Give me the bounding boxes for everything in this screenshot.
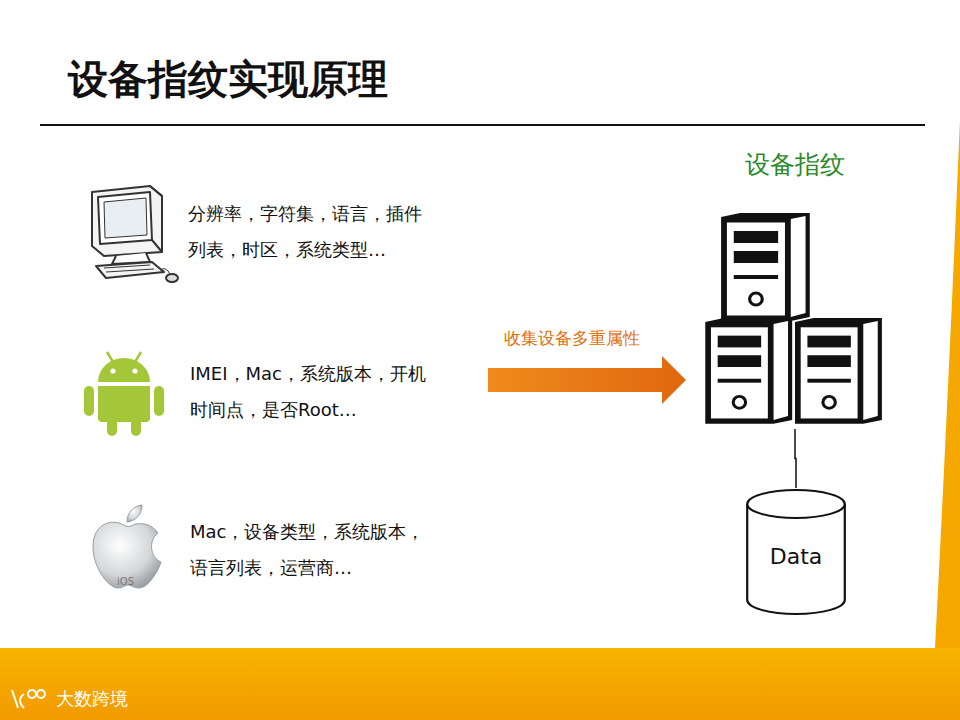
computer-icon <box>92 186 178 282</box>
title-rule <box>40 124 925 126</box>
vent-line <box>734 275 778 279</box>
attribute-list: IMEI，Mac，系统版本，开机 时间点，是否Root… <box>190 356 426 428</box>
corner-wedge <box>935 120 960 648</box>
server-icon <box>705 318 792 424</box>
server-front <box>709 326 769 420</box>
group-heading: 设备指纹 <box>700 145 890 181</box>
server-front <box>799 326 859 420</box>
server-front <box>725 221 786 317</box>
server-side <box>863 321 877 420</box>
attribute-list: Mac，设备类型，系统版本， 语言列表，运营商… <box>190 514 424 586</box>
node-inner: Data <box>745 544 847 569</box>
server-icon <box>795 318 882 424</box>
database-cylinder: Data <box>745 488 847 616</box>
slide-title: 设备指纹实现原理 <box>68 52 388 107</box>
arrow-label: 收集设备多重属性 <box>504 327 640 349</box>
server-body <box>795 318 882 424</box>
footer-band <box>0 648 960 720</box>
os-label: iOS <box>117 576 134 588</box>
server-icon <box>721 213 810 321</box>
connector <box>795 429 796 488</box>
attribute-list: 分辨率，字符集，语言，插件 列表，时区，系统类型… <box>188 196 422 268</box>
drive-slot <box>734 231 778 243</box>
collect-arrow <box>488 356 686 404</box>
power-button <box>750 293 763 305</box>
drive-slot <box>807 336 850 348</box>
server-side <box>791 216 806 317</box>
cylinder-top <box>747 490 845 518</box>
drive-slot <box>807 355 850 367</box>
connector-line <box>795 429 796 488</box>
server-body <box>721 213 810 321</box>
drive-slot <box>718 336 761 348</box>
vent-line <box>807 379 850 383</box>
android-icon <box>84 352 164 436</box>
watermark: 大数跨境 <box>56 688 128 710</box>
vent-line <box>718 379 761 383</box>
node-label: Data <box>745 544 847 569</box>
node-inner: 设备指纹 <box>700 145 890 181</box>
logo-mark <box>12 690 45 708</box>
apple-icon <box>93 505 161 588</box>
server-body <box>705 318 792 424</box>
server-side <box>774 321 788 420</box>
power-button <box>823 396 835 408</box>
power-button <box>733 396 745 408</box>
drive-slot <box>718 355 761 367</box>
server-icons <box>700 145 890 429</box>
drive-slot <box>734 251 778 263</box>
server-group: 设备指纹 <box>700 145 890 429</box>
